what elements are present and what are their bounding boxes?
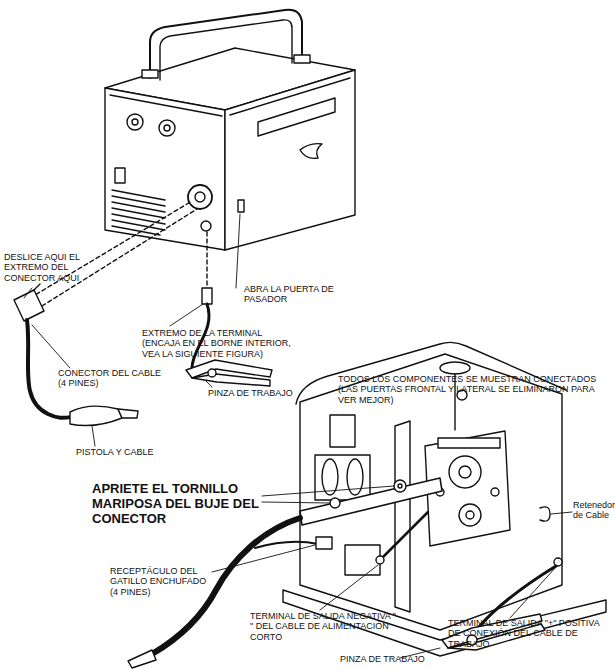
carry-handle xyxy=(160,20,292,80)
callout-label: Retenedor de Cable xyxy=(573,500,615,521)
power-switch xyxy=(115,168,125,183)
cable-retainer xyxy=(540,507,550,521)
callout-label: ABRA LA PUERTA DE PASADOR xyxy=(244,284,374,305)
vent-slots xyxy=(112,196,165,206)
leader-line xyxy=(170,304,203,326)
negative-lead xyxy=(380,512,428,560)
brand-badge xyxy=(300,144,322,159)
welding-gun xyxy=(128,650,156,668)
spool-spindle xyxy=(440,362,470,430)
callout-label: CONECTOR DEL CABLE (4 PINES) xyxy=(58,368,168,389)
work-clamp xyxy=(192,374,270,386)
welder-cabinet xyxy=(225,70,355,250)
welder-cabinet xyxy=(110,95,222,116)
callout-label: RECEPTÁCULO DEL GATILLO ENCHUFADO (4 PIN… xyxy=(110,566,214,597)
leader-line xyxy=(320,565,378,610)
callout-label: PINZA DE TRABAJO xyxy=(340,654,450,664)
transformer xyxy=(345,545,380,575)
transformer xyxy=(322,459,338,495)
welding-gun xyxy=(70,406,138,425)
callout-label: PINZA DE TRABAJO xyxy=(208,388,318,398)
insert-guide xyxy=(206,232,207,288)
cable-retainer xyxy=(540,507,550,521)
callout-label: PISTOLA Y CABLE xyxy=(76,447,186,457)
work-clamp xyxy=(186,360,272,386)
connector-bushing xyxy=(394,480,406,492)
trigger-receptacle xyxy=(316,537,332,549)
leader-line xyxy=(206,381,212,387)
cable-connector xyxy=(14,290,44,321)
vent-slots xyxy=(112,226,160,235)
leader-line xyxy=(551,512,572,514)
leader-line xyxy=(262,502,330,503)
carry-handle xyxy=(142,10,310,80)
control-knob xyxy=(164,125,170,131)
gun-socket xyxy=(195,192,205,202)
brand-badge xyxy=(258,98,335,158)
door-latch xyxy=(238,200,244,212)
welder-cabinet xyxy=(105,88,225,250)
control-knob xyxy=(127,114,175,136)
negative-lead xyxy=(376,556,384,564)
wire-drive xyxy=(449,456,481,488)
wire-drive xyxy=(438,438,500,448)
negative-lead xyxy=(376,512,428,564)
brand-badge xyxy=(258,98,335,136)
gun-socket xyxy=(188,185,212,231)
callout-label: DESLICE AQUI EL EXTREMO DEL CONECTOR AQU… xyxy=(4,252,90,283)
wire-drive xyxy=(459,466,471,478)
welder-cabinet xyxy=(105,48,355,250)
wire-drive xyxy=(459,504,481,526)
control-knob xyxy=(159,120,175,136)
connector-bushing xyxy=(330,498,340,508)
welding-gun xyxy=(128,650,156,668)
control-knob xyxy=(132,119,138,125)
wire-drive xyxy=(491,488,499,496)
work-lead xyxy=(202,288,212,304)
power-switch xyxy=(115,168,125,183)
door-latch xyxy=(238,200,244,212)
callout-label: TERMINAL DE SALIDA "+" POSITIVA DE CONEX… xyxy=(448,618,613,649)
callout-label: EXTREMO DE LA TERMINAL (ENCAJA EN EL BOR… xyxy=(142,328,302,359)
wire-drive xyxy=(466,511,474,519)
control-knob xyxy=(127,114,143,130)
leader-line xyxy=(236,214,240,288)
insert-guide xyxy=(30,201,192,298)
work-clamp xyxy=(208,369,216,377)
instruction-label: APRIETE EL TORNILLO MARIPOSA DEL BUJE DE… xyxy=(92,482,264,527)
leader-line xyxy=(24,288,32,298)
connector-bushing xyxy=(398,484,402,488)
leader-line xyxy=(262,486,394,496)
spool-spindle xyxy=(440,362,470,374)
carry-handle xyxy=(142,70,158,78)
leader-line xyxy=(24,214,572,658)
carry-handle xyxy=(294,55,310,63)
cable-connector xyxy=(34,284,40,290)
cabinet-shell xyxy=(395,421,410,612)
leader-line xyxy=(32,325,70,368)
transformer xyxy=(315,455,370,500)
leader-line xyxy=(92,426,95,446)
welding-gun xyxy=(70,406,122,425)
cabinet-shell xyxy=(296,342,566,404)
welding-gun xyxy=(118,409,138,418)
callout-label: TODOS LOS COMPONENTES SE MUESTRAN CONECT… xyxy=(338,374,610,405)
trigger-receptacle xyxy=(316,537,332,549)
leader-line xyxy=(510,567,556,618)
vent-slots xyxy=(112,190,165,200)
vent-slots xyxy=(112,208,165,218)
leader-line xyxy=(212,545,315,572)
gun-socket xyxy=(188,185,212,209)
transformer xyxy=(330,415,355,447)
gun-socket xyxy=(201,221,211,231)
vent-slots xyxy=(112,202,165,212)
cable-connector xyxy=(14,284,44,321)
callout-label: TERMINAL DE SALIDA NEGATIVA "-" DEL CABL… xyxy=(250,611,400,642)
vent-slots xyxy=(112,190,165,235)
